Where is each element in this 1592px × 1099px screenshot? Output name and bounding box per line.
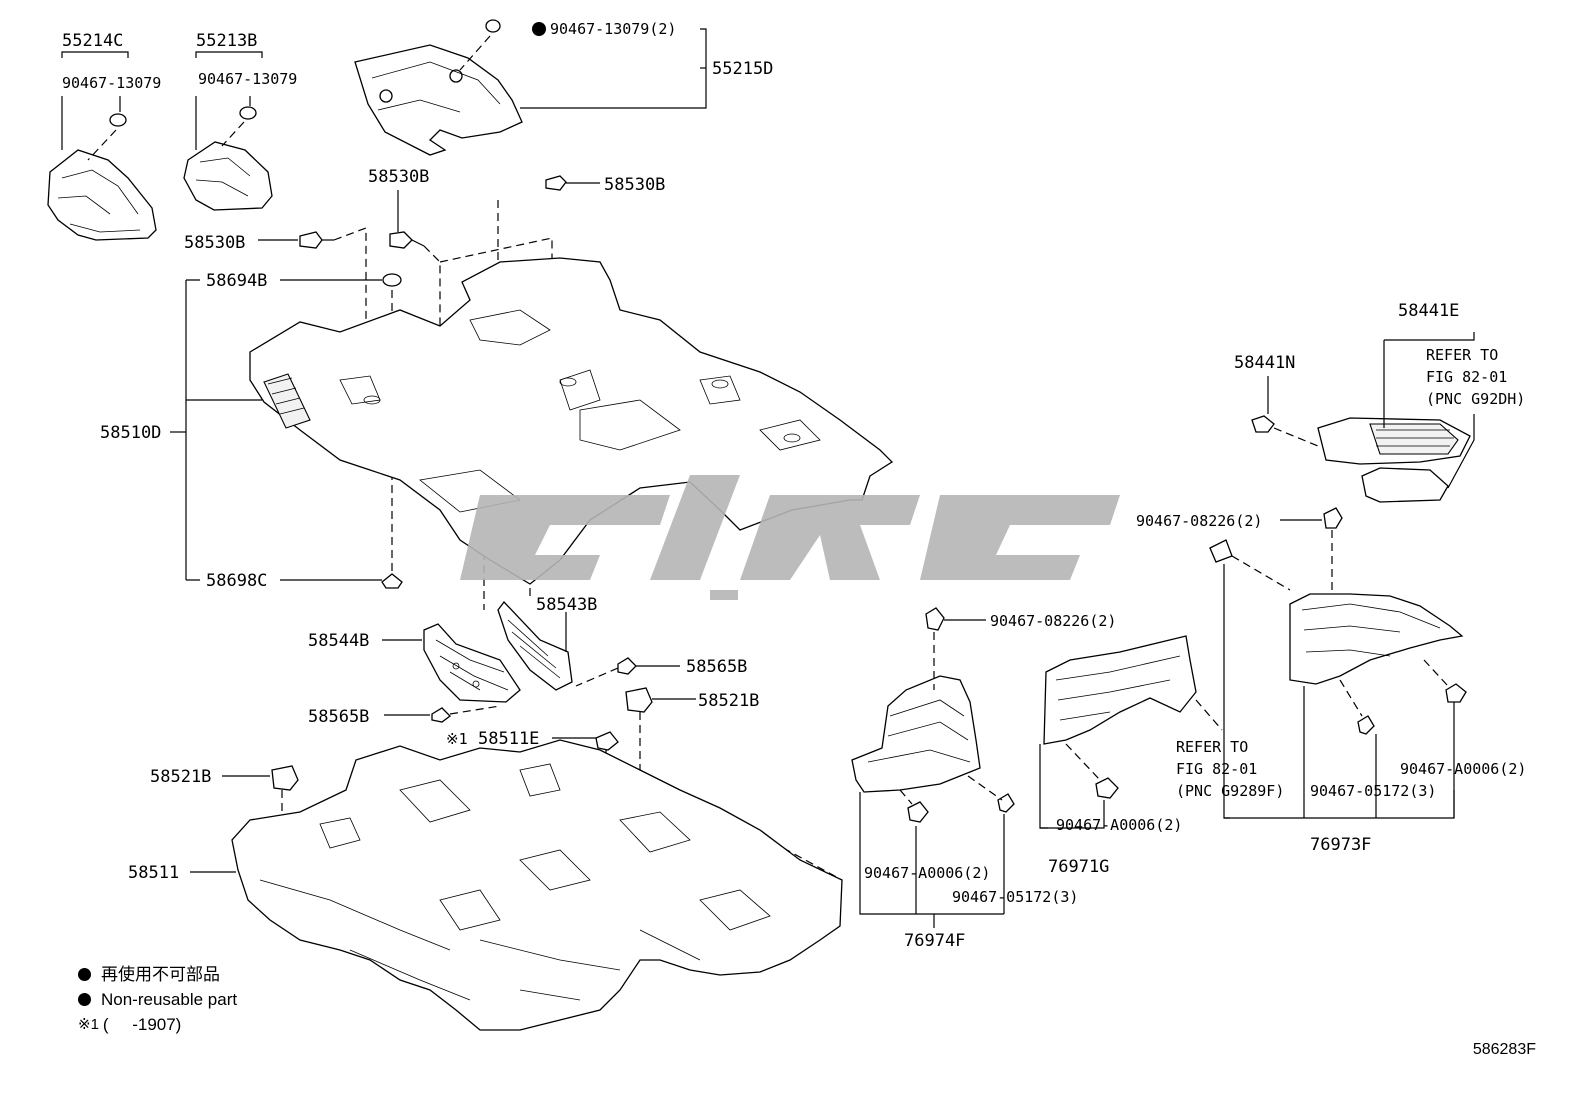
label-90467-08226-right: 90467-08226(2) (1136, 512, 1262, 530)
part-76973f-trim[interactable] (1289, 593, 1464, 685)
part-58510d-floor-silencer[interactable] (249, 257, 894, 585)
label-58530b-top: 58530B (604, 175, 665, 195)
label-90467-13079-a: 90467-13079 (62, 74, 161, 92)
clip-90467-05172-right[interactable] (1357, 715, 1375, 735)
non-reusable-dot (532, 22, 546, 36)
clip-58694b[interactable] (382, 273, 402, 287)
label-refer2-line1: REFER TO (1176, 738, 1248, 756)
non-reusable-dot-icon (78, 993, 91, 1006)
label-58543b: 58543B (536, 595, 597, 615)
clip-90467-05172-left[interactable] (997, 793, 1015, 813)
label-90467-08226-mid: 90467-08226(2) (990, 612, 1116, 630)
watermark-logo (460, 475, 1120, 600)
label-58510d: 58510D (100, 423, 161, 443)
label-note1-mark: ※1 (446, 730, 468, 748)
part-58441e-trim[interactable] (1317, 417, 1471, 503)
refer-pad-square[interactable] (1209, 539, 1233, 563)
label-refer2-line3: (PNC G9289F) (1176, 782, 1284, 800)
clip-90467-a0006-mid[interactable] (1095, 777, 1119, 799)
clip-58565b-right[interactable] (617, 657, 637, 675)
part-58543b-bracket[interactable] (497, 600, 573, 691)
label-90467-a0006-right: 90467-A0006(2) (1400, 760, 1526, 778)
part-55215d-cover[interactable] (354, 44, 523, 156)
label-90467-05172-right: 90467-05172(3) (1310, 782, 1436, 800)
clip-90467-13079-b[interactable] (239, 106, 257, 120)
legend-note-mark: ※1 (78, 1016, 99, 1033)
label-58530b-left: 58530B (184, 233, 245, 253)
label-58565b-left: 58565B (308, 707, 369, 727)
clip-90467-a0006-left[interactable] (907, 801, 929, 823)
screw-58441n[interactable] (1251, 415, 1275, 433)
label-58694b: 58694B (206, 271, 267, 291)
legend-row-note: ※1 ( -1907) (78, 1012, 237, 1037)
label-58521b-right: 58521B (698, 691, 759, 711)
label-58698c: 58698C (206, 571, 267, 591)
label-90467-a0006-mid: 90467-A0006(2) (1056, 816, 1182, 834)
label-refer1-line2: FIG 82-01 (1426, 368, 1507, 386)
clip-90467-13079-a[interactable] (109, 113, 127, 127)
part-76974f-trim[interactable] (851, 675, 981, 793)
label-58441e: 58441E (1398, 301, 1459, 321)
label-76973f: 76973F (1310, 835, 1371, 855)
clip-58511e[interactable] (595, 731, 619, 751)
part-58511-floor-carpet[interactable] (231, 739, 843, 1031)
label-90467-05172-left: 90467-05172(3) (952, 888, 1078, 906)
label-90467-a0006-left: 90467-A0006(2) (864, 864, 990, 882)
label-58511e: 58511E (478, 729, 539, 749)
part-76971g-trim[interactable] (1043, 635, 1197, 745)
label-55215d: 55215D (712, 59, 773, 79)
label-55214c: 55214C (62, 31, 123, 51)
clip-58521b-right[interactable] (625, 687, 653, 713)
label-58544b: 58544B (308, 631, 369, 651)
label-90467-13079-b: 90467-13079 (198, 70, 297, 88)
screw-58530b-top[interactable] (545, 175, 600, 191)
label-58511: 58511 (128, 863, 179, 883)
label-90467-13079-c: 90467-13079(2) (550, 20, 676, 38)
legend: 再使用不可部品 Non-reusable part ※1 ( -1907) (78, 962, 237, 1037)
part-55214c-cover[interactable] (47, 149, 157, 241)
clip-90467-13079-c[interactable] (485, 19, 501, 33)
clip-90467-a0006-right[interactable] (1445, 683, 1467, 703)
label-76971g: 76971G (1048, 857, 1109, 877)
label-refer2-line2: FIG 82-01 (1176, 760, 1257, 778)
label-refer1-line3: (PNC G92DH) (1426, 390, 1525, 408)
label-55213b: 55213B (196, 31, 257, 51)
label-76974f: 76974F (904, 931, 965, 951)
legend-non-reusable-en: Non-reusable part (101, 990, 238, 1009)
label-58530b-mid: 58530B (368, 167, 429, 187)
clip-58698c[interactable] (381, 573, 403, 589)
legend-row-en: Non-reusable part (78, 987, 237, 1012)
label-58441n: 58441N (1234, 353, 1295, 373)
non-reusable-dot-icon (78, 968, 91, 981)
label-58565b-right: 58565B (686, 657, 747, 677)
clip-90467-08226-right[interactable] (1323, 507, 1343, 529)
label-58521b-left: 58521B (150, 767, 211, 787)
legend-note-text: ( -1907) (102, 1015, 182, 1034)
legend-row-jp: 再使用不可部品 (78, 962, 237, 987)
part-55213b-cover[interactable] (183, 141, 273, 211)
screw-58530b-mid[interactable] (389, 231, 425, 249)
clip-90467-08226-mid[interactable] (925, 607, 945, 631)
label-refer1-line1: REFER TO (1426, 346, 1498, 364)
clip-58521b-left[interactable] (271, 765, 299, 791)
part-58544b-bracket[interactable] (423, 623, 521, 703)
screw-58530b-left[interactable] (299, 231, 334, 249)
figure-code: 586283F (1472, 1041, 1536, 1058)
legend-non-reusable-jp: 再使用不可部品 (101, 965, 220, 984)
clip-58565b-left[interactable] (431, 707, 451, 723)
